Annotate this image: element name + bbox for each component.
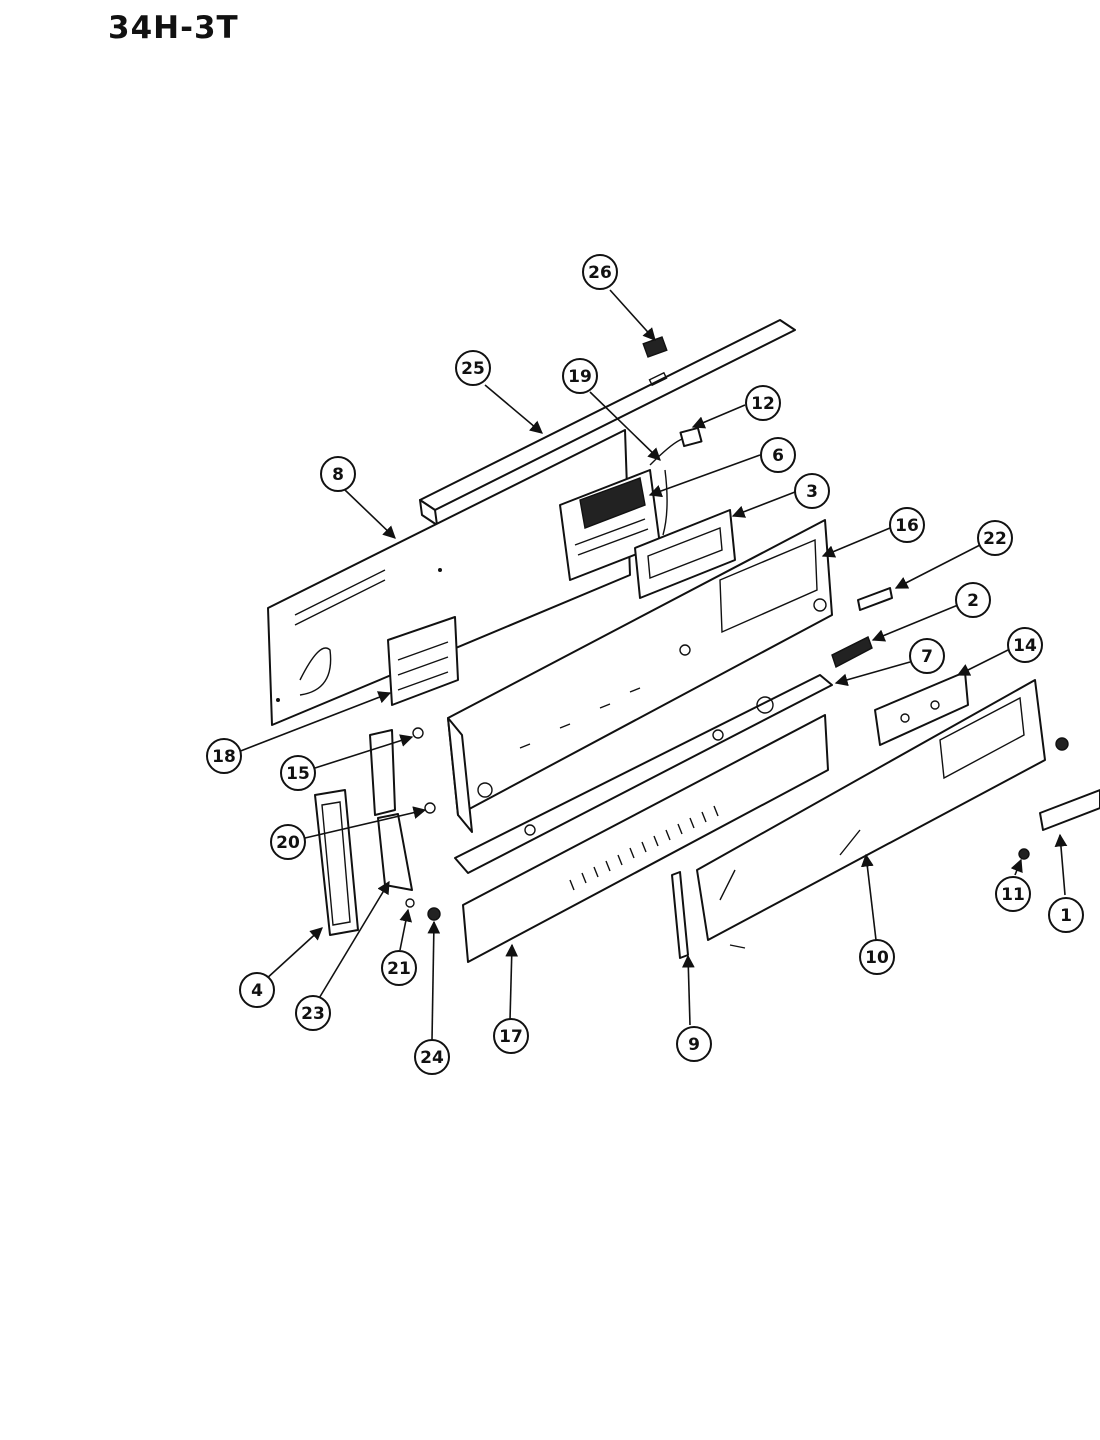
- callout-label: 21: [387, 959, 411, 979]
- callout-9: 9: [676, 1026, 712, 1062]
- callout-label: 19: [568, 367, 592, 387]
- callout-label: 15: [286, 764, 310, 784]
- part-17-vented-rail: [462, 714, 829, 963]
- leader-lines: [237, 289, 1068, 1041]
- callout-label: 16: [895, 516, 919, 536]
- callout-label: 23: [301, 1004, 325, 1024]
- part-24-side-bracket: [369, 729, 413, 891]
- part-4-gasket-frame: [314, 789, 359, 936]
- part-1-nameplate: [1039, 789, 1100, 831]
- part-16-control-housing: [447, 519, 833, 833]
- part-7-lower-shelf: [454, 674, 833, 874]
- callout-3: 3: [794, 473, 830, 509]
- callout-21: 19: [562, 358, 598, 394]
- callout-10: 10: [859, 939, 895, 975]
- callout-label: 22: [983, 529, 1007, 549]
- callout-label: 6: [772, 446, 784, 466]
- callout-17: 17: [493, 1018, 529, 1054]
- callout-label: 10: [865, 948, 889, 968]
- callout-label: 12: [751, 394, 775, 414]
- callout-label: 7: [921, 647, 933, 667]
- part-8-back-panel: [267, 429, 631, 726]
- part-18-circuit-board: [387, 616, 459, 706]
- callout-26: 26: [582, 254, 618, 290]
- part-25-top-trim: [419, 319, 796, 526]
- callout-label: 2: [967, 591, 979, 611]
- part-9-trim-strip: [671, 871, 689, 959]
- callout-2: 2: [955, 582, 991, 618]
- callout-24: 23: [295, 995, 331, 1031]
- callout-8: 8: [320, 456, 356, 492]
- callout-25: 25: [455, 350, 491, 386]
- callout-15: 15: [280, 755, 316, 791]
- callout-label: 8: [332, 465, 344, 485]
- part-26-clip: [642, 336, 668, 358]
- callout-label: 9: [688, 1035, 700, 1055]
- callout-12: 11: [995, 876, 1031, 912]
- callout-18: 18: [206, 738, 242, 774]
- callout-11: 12: [745, 385, 781, 421]
- part-2-terminal-block: [831, 636, 873, 669]
- callout-label: 25: [461, 359, 485, 379]
- part-14-switch-bracket: [874, 671, 969, 746]
- part-11-wire-connector: [649, 426, 703, 536]
- callout-label: 3: [806, 482, 818, 502]
- callout-19: 20: [270, 824, 306, 860]
- part-23-bracket: [857, 587, 893, 611]
- callout-14: 14: [1007, 627, 1043, 663]
- callout-label: 4: [251, 981, 263, 1001]
- part-10-front-glass: [696, 679, 1046, 941]
- callout-6: 6: [760, 437, 796, 473]
- callout-16: 16: [889, 507, 925, 543]
- callout-1: 1: [1048, 897, 1084, 933]
- callout-label: 24: [420, 1048, 444, 1068]
- callout-label: 20: [276, 833, 300, 853]
- callout-label: 1: [1060, 906, 1072, 926]
- callout-7: 7: [909, 638, 945, 674]
- callout-20: 21: [381, 950, 417, 986]
- callout-label: 17: [499, 1027, 523, 1047]
- callout-4: 4: [239, 972, 275, 1008]
- callout-23: 22: [977, 520, 1013, 556]
- diagram-title: 34H-3T: [108, 10, 239, 46]
- callout-label: 18: [212, 747, 236, 767]
- hardware-fasteners: [405, 727, 1069, 949]
- part-3-bracket: [634, 509, 736, 599]
- callout-label: 14: [1013, 636, 1037, 656]
- callout-label: 26: [588, 263, 612, 283]
- callout-22: 24: [414, 1039, 450, 1075]
- callout-label: 11: [1001, 885, 1025, 905]
